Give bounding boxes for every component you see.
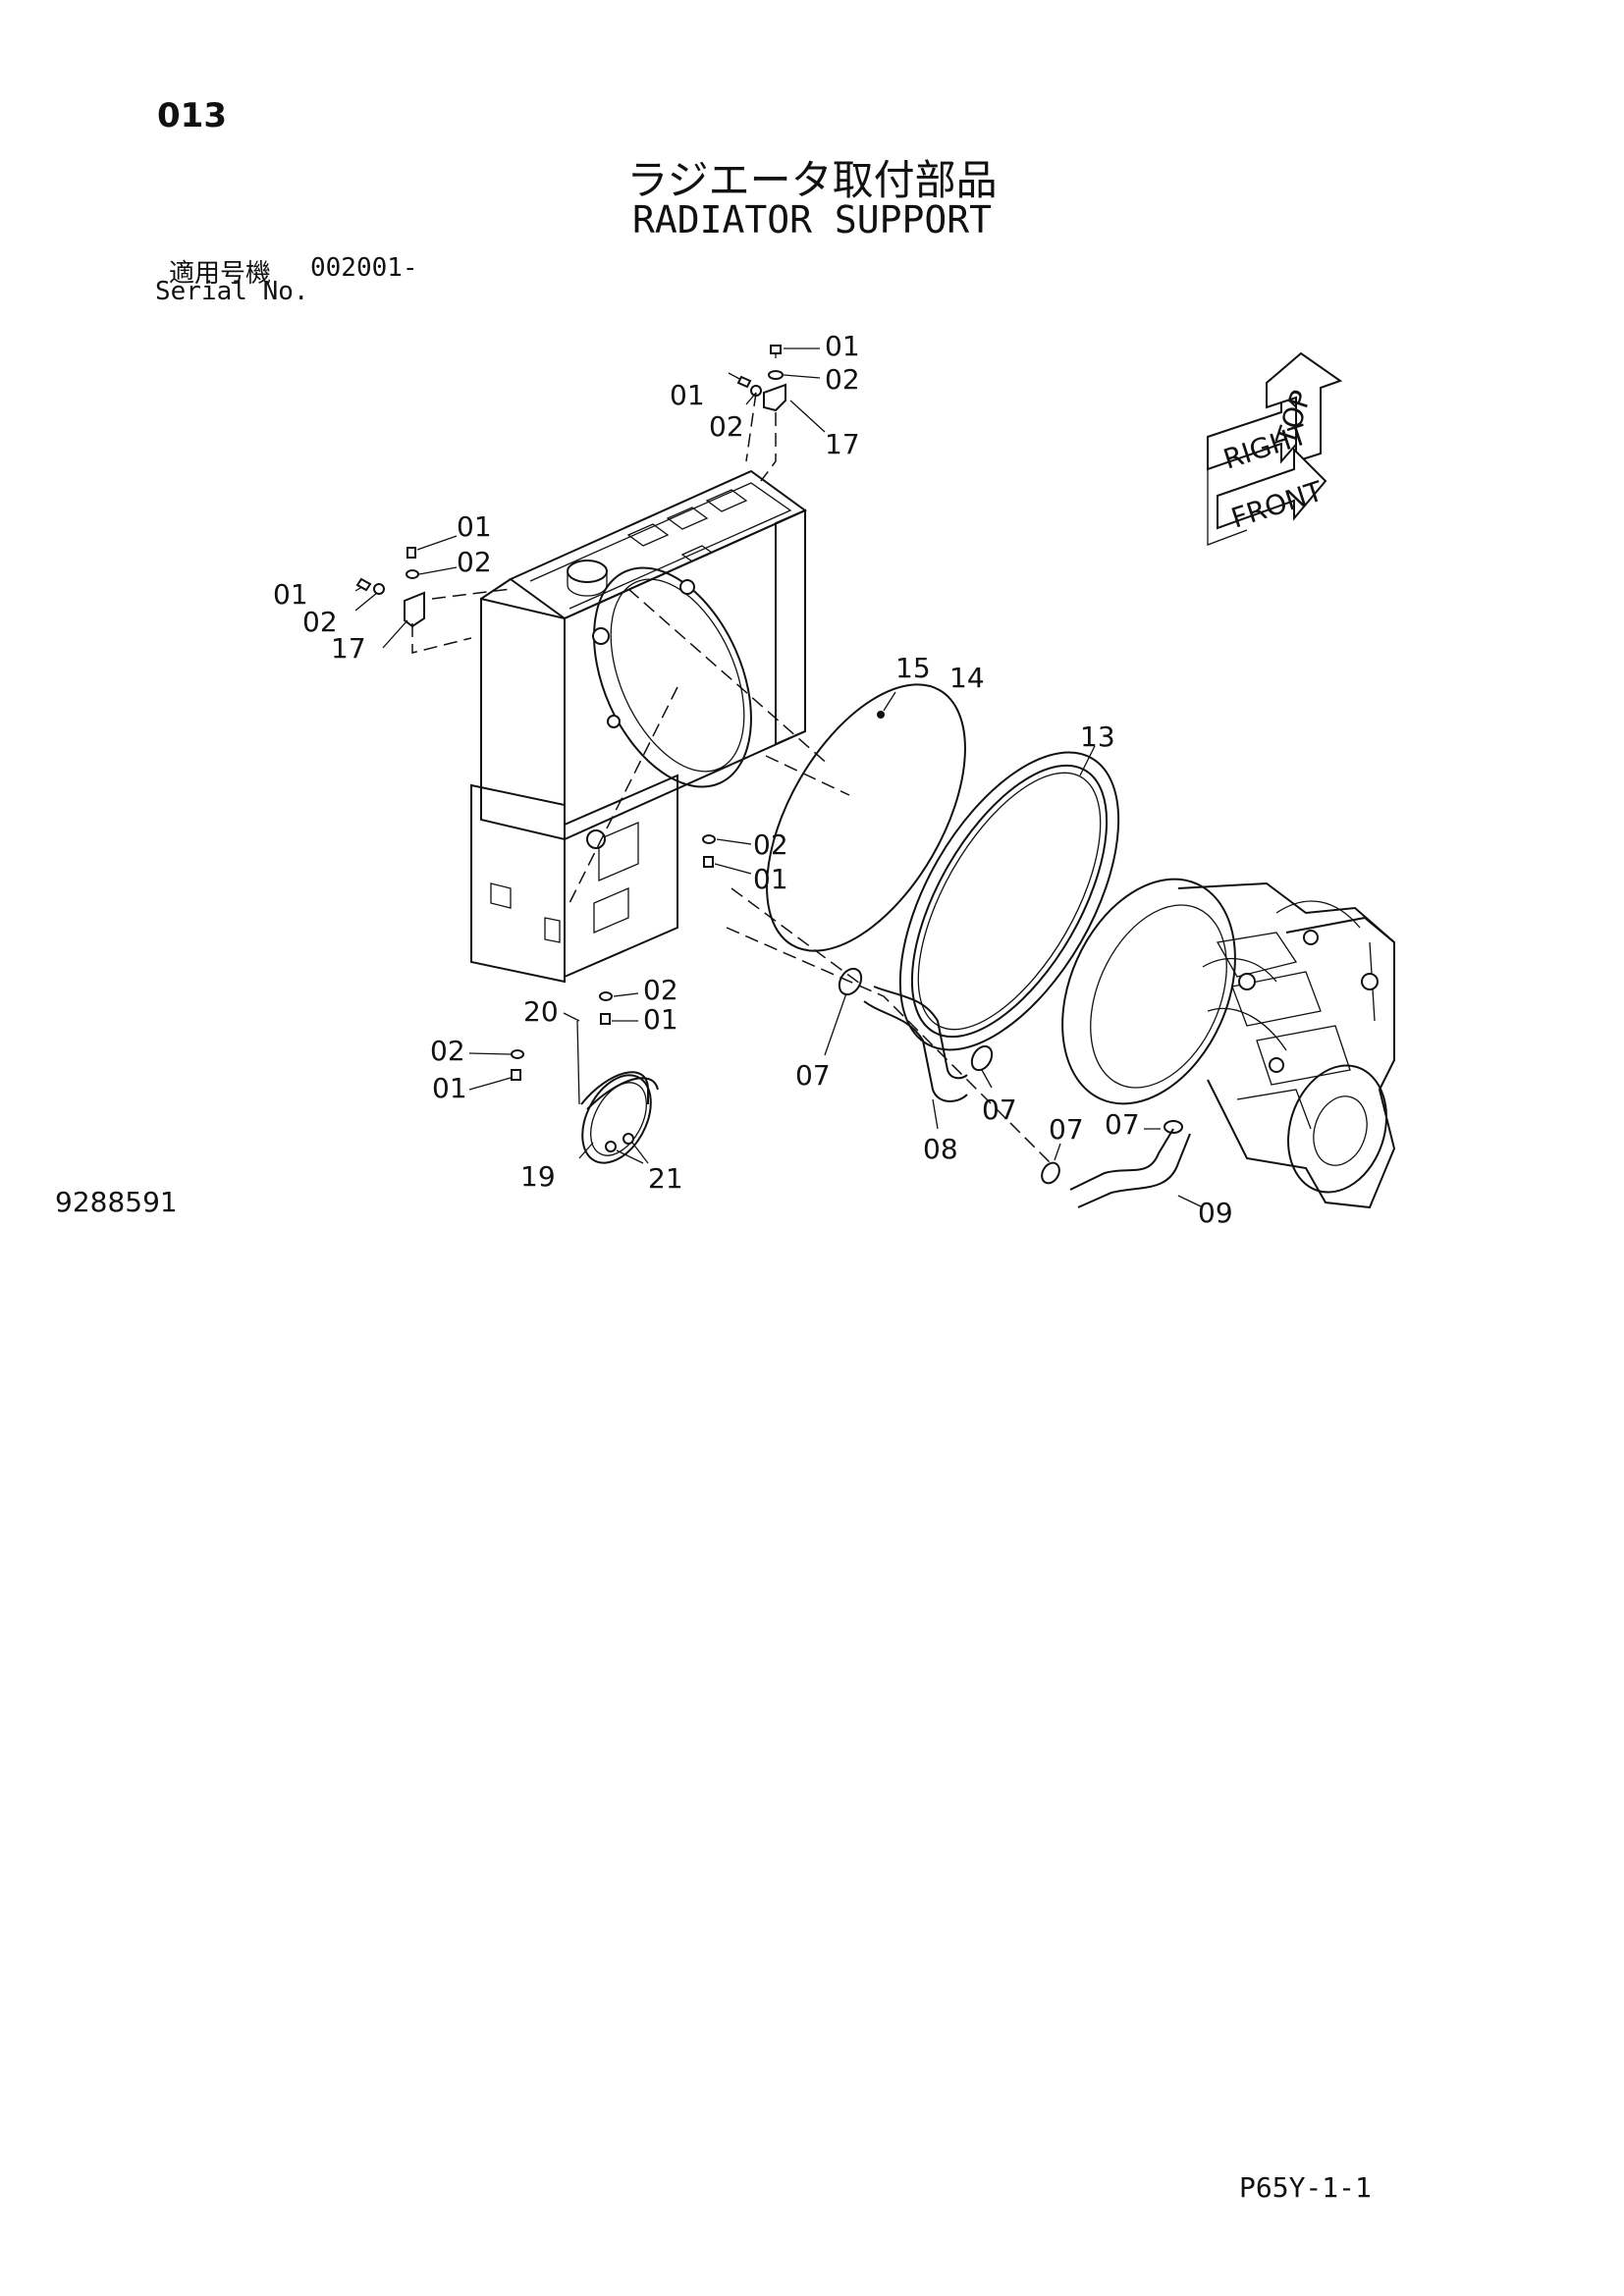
callout-07: 07	[1049, 1113, 1084, 1146]
upper-bracket-group	[728, 345, 826, 482]
fan-ring-13	[898, 745, 1120, 1051]
serial-label-english: Serial No.	[155, 277, 309, 306]
callout-17: 17	[825, 428, 860, 460]
callout-02: 02	[825, 363, 860, 396]
callout-02: 02	[430, 1035, 465, 1067]
callout-labels: 01 02 01 02 17 01 02 01 02 17 15 14 13 0…	[273, 330, 1233, 1229]
drawing-number: 9288591	[55, 1186, 178, 1218]
callout-02: 02	[753, 828, 788, 861]
callout-07: 07	[1105, 1108, 1140, 1141]
callout-02: 02	[457, 546, 492, 578]
radiator-assembly	[470, 469, 1052, 1164]
callout-17: 17	[331, 632, 366, 665]
page-number: 013	[157, 96, 227, 135]
title-japanese: ラジエータ取付部品	[626, 156, 998, 204]
callout-09: 09	[1198, 1197, 1233, 1229]
callout-07: 07	[795, 1059, 831, 1092]
callout-15: 15	[895, 652, 931, 684]
serial-number-value: 002001-	[310, 253, 418, 283]
sheet-code: P65Y-1-1	[1239, 2171, 1372, 2204]
callout-01: 01	[273, 578, 308, 611]
callout-08: 08	[923, 1133, 958, 1165]
cable-assembly	[563, 1012, 659, 1164]
callout-19: 19	[520, 1160, 556, 1193]
lower-fasteners	[468, 834, 752, 1091]
callout-02: 02	[302, 606, 338, 638]
serial-label-japanese: 適用号機	[169, 259, 272, 289]
callout-14: 14	[949, 662, 985, 694]
callout-01: 01	[753, 863, 788, 895]
callout-02: 02	[709, 410, 744, 443]
lower-hose-09	[1041, 1120, 1204, 1208]
callout-01: 01	[670, 379, 705, 411]
callout-13: 13	[1080, 721, 1115, 753]
callout-01: 01	[825, 330, 860, 362]
callout-01: 01	[457, 510, 492, 543]
callout-07: 07	[982, 1094, 1017, 1126]
callout-20: 20	[523, 995, 559, 1028]
left-bracket-group	[354, 535, 512, 654]
callout-02: 02	[643, 974, 678, 1006]
callout-21: 21	[648, 1162, 683, 1195]
seal-ring-14	[766, 683, 966, 952]
orientation-compass: RIGHT TOP FRONT	[1207, 351, 1343, 546]
title-english: RADIATOR SUPPORT	[631, 198, 993, 241]
upper-hose-08	[824, 967, 994, 1130]
callout-01: 01	[643, 1003, 678, 1036]
callout-01: 01	[432, 1072, 467, 1104]
engine	[1061, 878, 1396, 1209]
